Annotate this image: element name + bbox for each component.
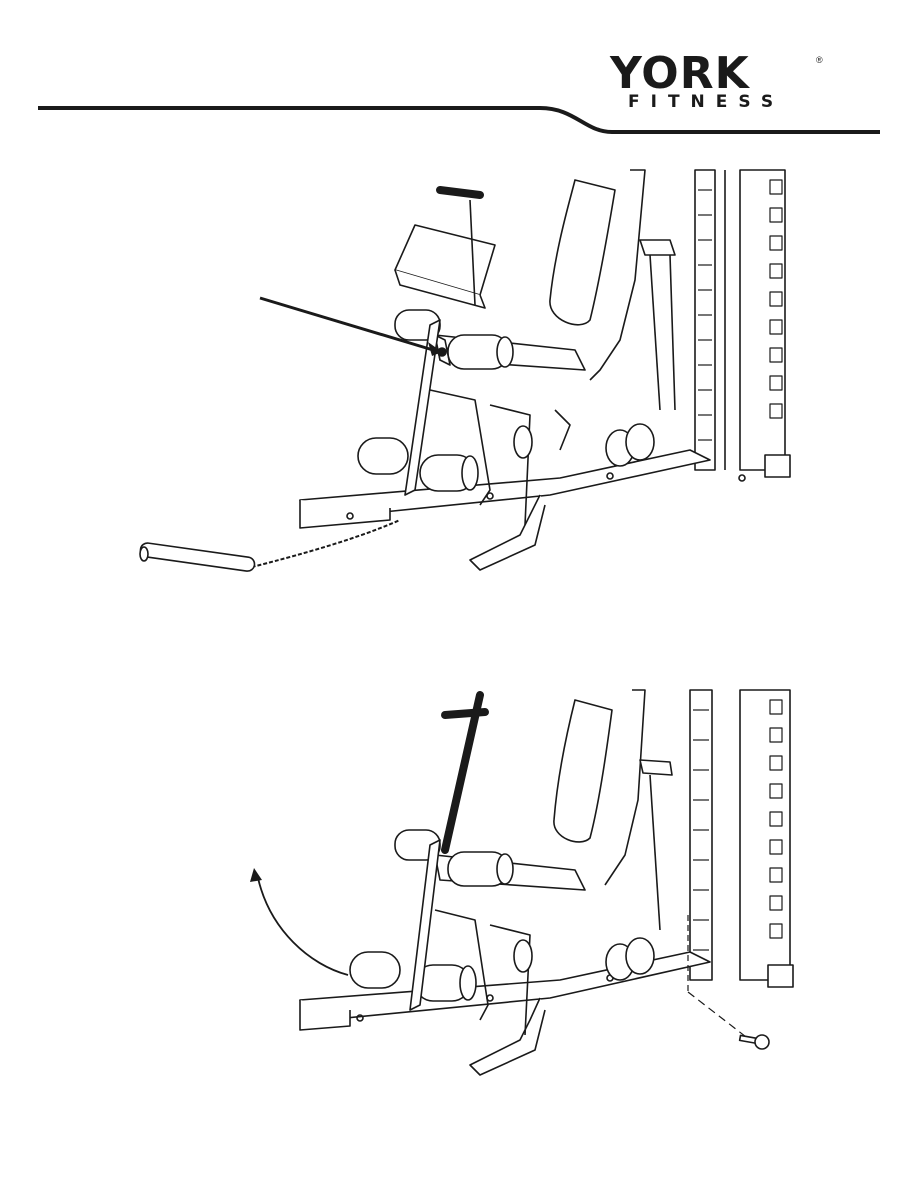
- logo-registered-mark: ®: [816, 55, 823, 65]
- leg-developer-raised-illustration: [240, 680, 810, 1105]
- backrest-and-upright: [550, 170, 675, 410]
- chain-and-handle: [140, 520, 400, 572]
- weight-stack-tower: [695, 170, 790, 481]
- upper-rollers: [395, 830, 513, 886]
- york-fitness-logo: YORK ® FITNESS: [610, 52, 820, 112]
- logo-fitness-text: FITNESS: [628, 92, 784, 112]
- upper-rollers: [395, 310, 513, 369]
- leg-extension-illustration: [130, 160, 810, 600]
- assembly-figure-2: [240, 680, 810, 1105]
- preacher-curl-pad: [395, 190, 495, 308]
- weight-stack-tower: [690, 690, 793, 987]
- rotate-up-arrow: [250, 868, 348, 975]
- logo-york-text: YORK: [610, 52, 820, 96]
- page-header: YORK ® FITNESS: [0, 0, 918, 140]
- raised-pole: [445, 695, 485, 850]
- backrest-and-upright: [554, 690, 672, 930]
- assembly-figure-1: [130, 160, 810, 600]
- base-frame: [300, 450, 710, 570]
